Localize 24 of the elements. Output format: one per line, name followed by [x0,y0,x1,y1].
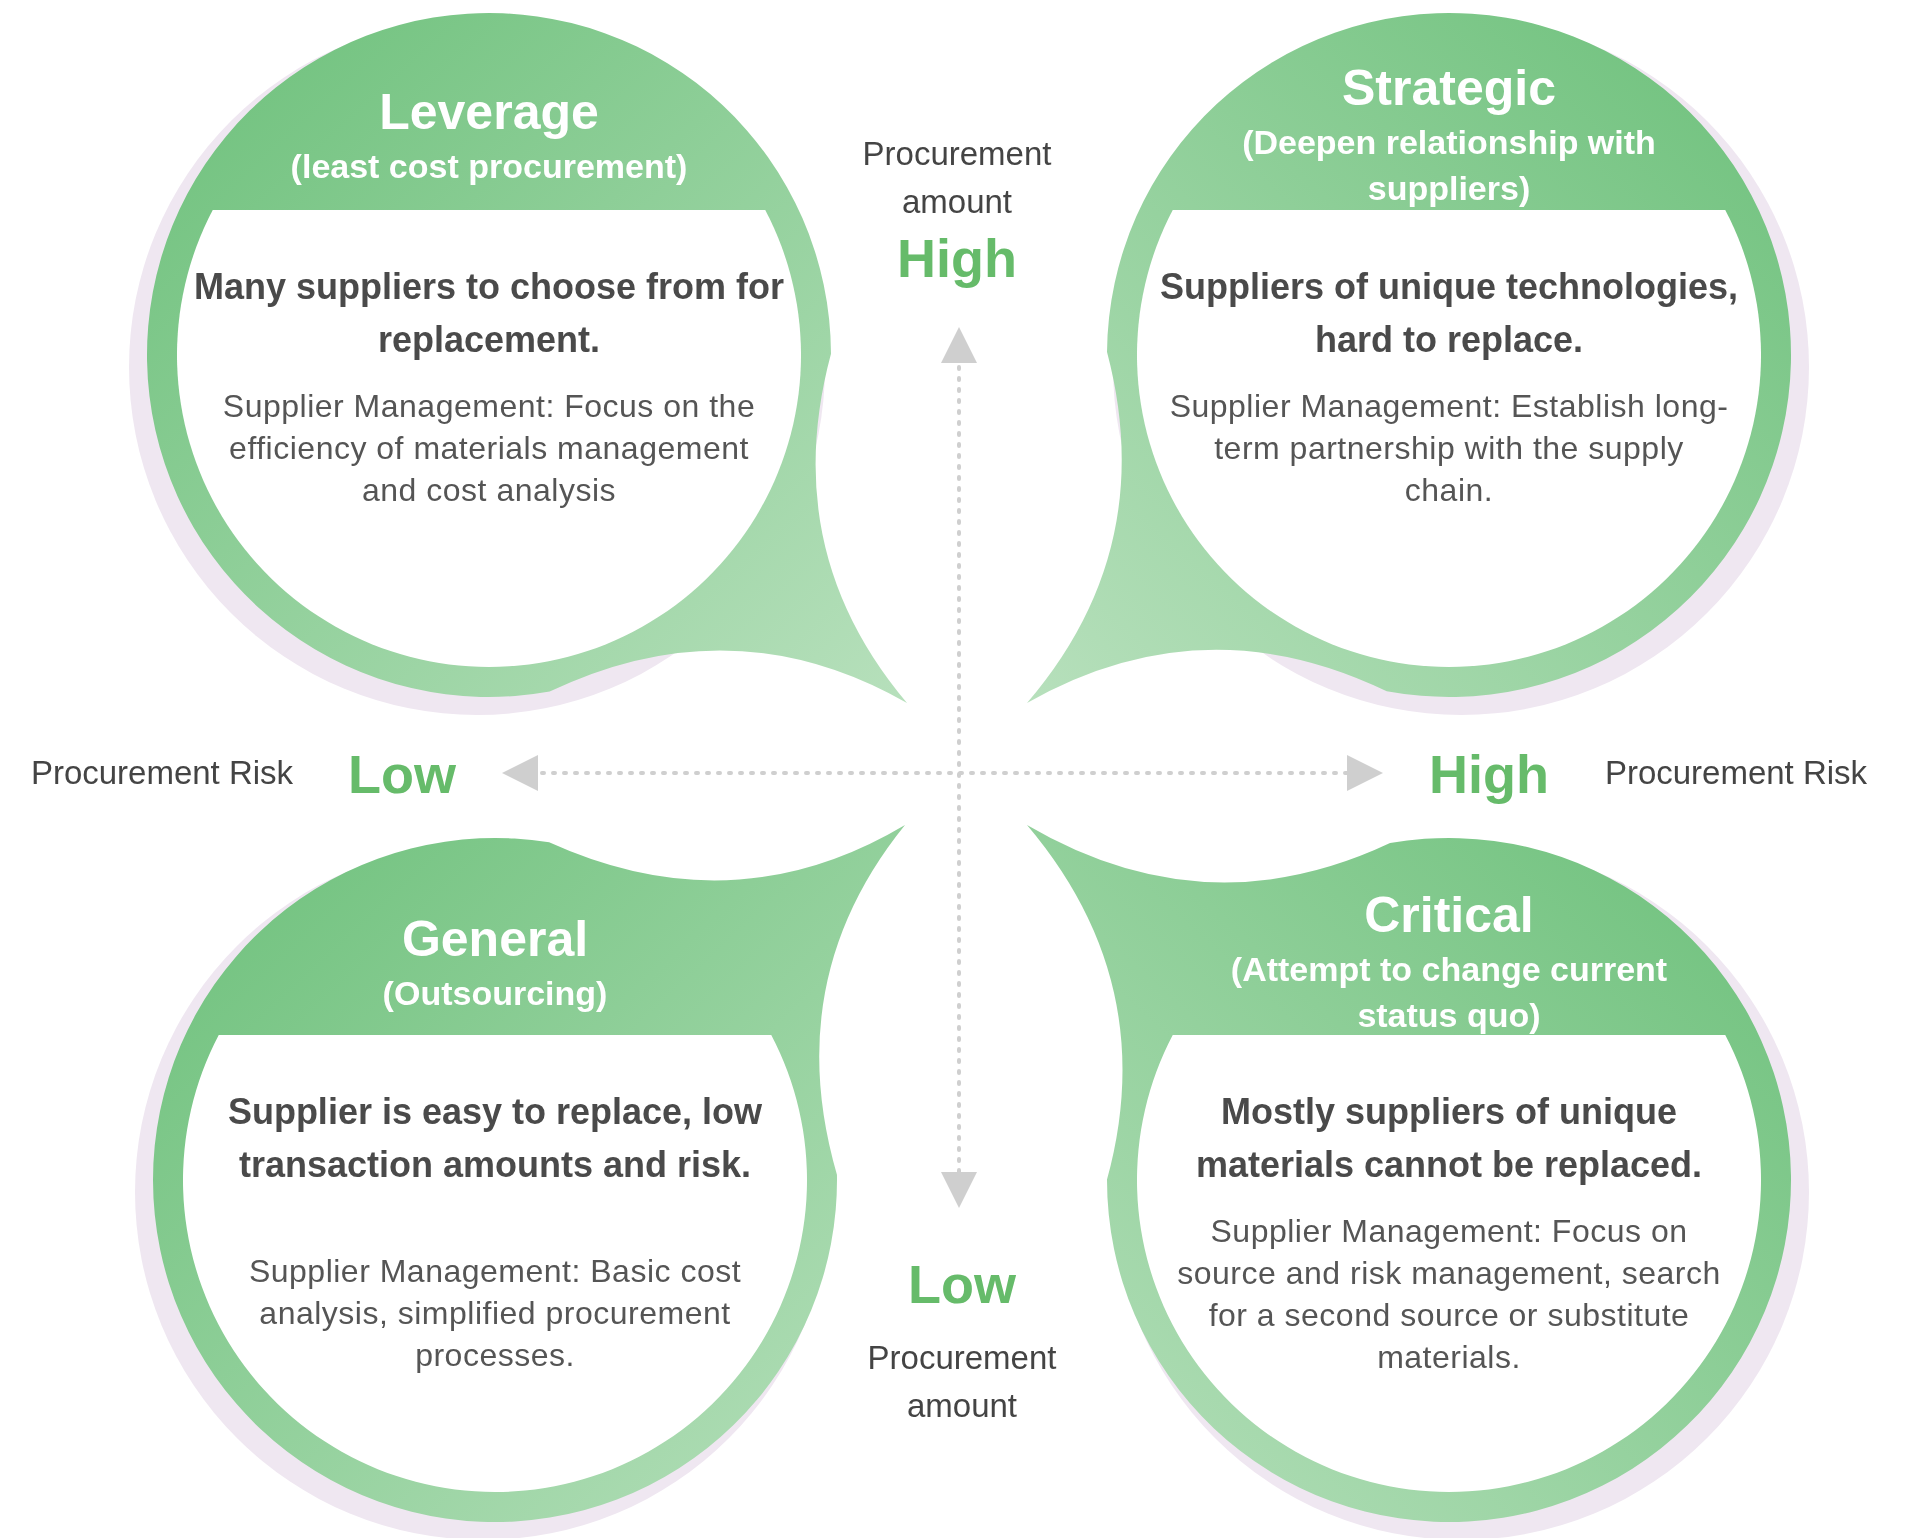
quadrant-summary: Mostly suppliers of unique materials cannot be replaced. [1194,1090,1704,1187]
axis-level-label: High [1428,744,1550,804]
axis-title: Procurement Risk [1603,753,1869,793]
axis-level-label: High [896,228,1018,288]
quadrant-subtitle: (Deepen relationship with suppliers) [1241,122,1657,209]
quadrant-description: Supplier Management: Establish long-term partnership with the supply chain. [1169,387,1729,510]
quadrant-subtitle: (Outsourcing) [381,973,609,1014]
quadrant-description: Supplier Management: Focus on source and risk management, search for a second source or substitute materials. [1176,1212,1722,1377]
axis-level-label: Low [347,744,457,804]
quadrant-subtitle: (Attempt to change current status quo) [1229,949,1669,1036]
axis-title: Procurement amount [866,1338,1058,1426]
axis-title: Procurement amount [861,134,1053,222]
quadrant-title: General [400,910,590,968]
quadrant-description: Supplier Management: Basic cost analysis, simplified procurement processes. [247,1252,743,1375]
quadrant-title: Strategic [1341,59,1557,117]
quadrant-description: Supplier Management: Focus on the efficiency of materials management and cost analysis [221,387,757,510]
axis-level-label: Low [907,1254,1017,1314]
axis-title: Procurement Risk [29,753,295,793]
quadrant-subtitle: (least cost procurement) [289,146,689,187]
quadrant-summary: Suppliers of unique technologies, hard to replace. [1158,265,1739,362]
quadrant-title: Leverage [378,83,600,141]
quadrant-title: Critical [1363,886,1535,944]
quadrant-summary: Many suppliers to choose from for replacement. [192,265,786,362]
quadrant-summary: Supplier is easy to replace, low transaction amounts and risk. [226,1090,764,1187]
